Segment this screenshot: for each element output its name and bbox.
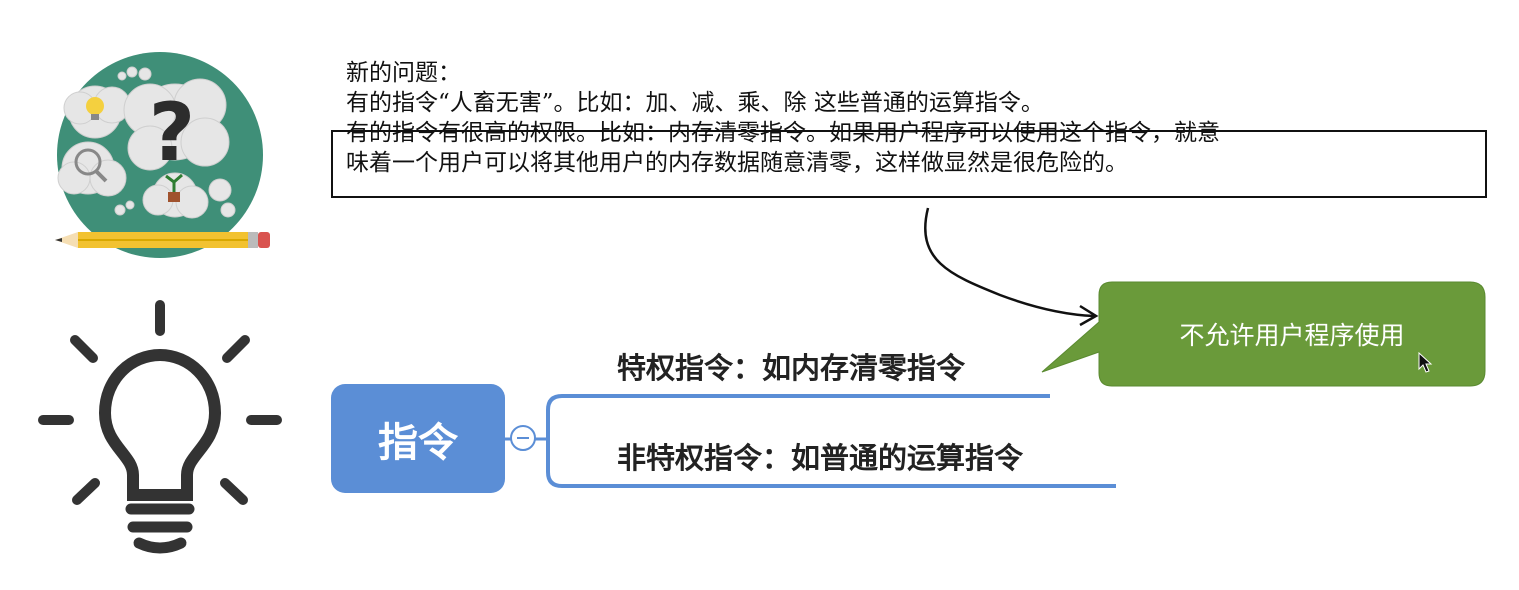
callout-text: 不允许用户程序使用 [1179,321,1405,350]
arrow-head [1079,304,1099,327]
mouse-cursor-icon [1418,352,1433,373]
highlight-box [331,130,1487,198]
svg-text:?: ? [149,86,195,179]
curved-arrow [924,207,1095,318]
intro-text-block: 新的问题： 有的指令“人畜无害”。比如：加、减、乘、除 这些普通的运算指令。 有… [346,58,1506,178]
question-cloud-badge-icon: ? [55,52,270,258]
callout-bubble [1041,281,1486,387]
branch-lower-connector [546,439,1116,488]
root-node-instruction[interactable]: 指令 [331,384,505,493]
intro-line-1: 有的指令“人畜无害”。比如：加、减、乘、除 这些普通的运算指令。 [346,90,1044,116]
intro-line-2: 有的指令有很高的权限。比如：内存清零指令。如果用户程序可以使用这个指令，就意 [346,120,1220,146]
lightbulb-icon [38,300,282,554]
branch-non-privileged-instruction[interactable]: 非特权指令：如普通的运算指令 [617,441,1024,475]
branch-privileged-instruction[interactable]: 特权指令：如内存清零指令 [617,351,966,385]
branch-upper-connector [546,394,1050,439]
intro-heading: 新的问题： [346,60,461,86]
intro-line-3: 味着一个用户可以将其他用户的内存数据随意清零，这样做显然是很危险的。 [346,150,1128,176]
collapse-minus-icon[interactable] [510,425,536,451]
